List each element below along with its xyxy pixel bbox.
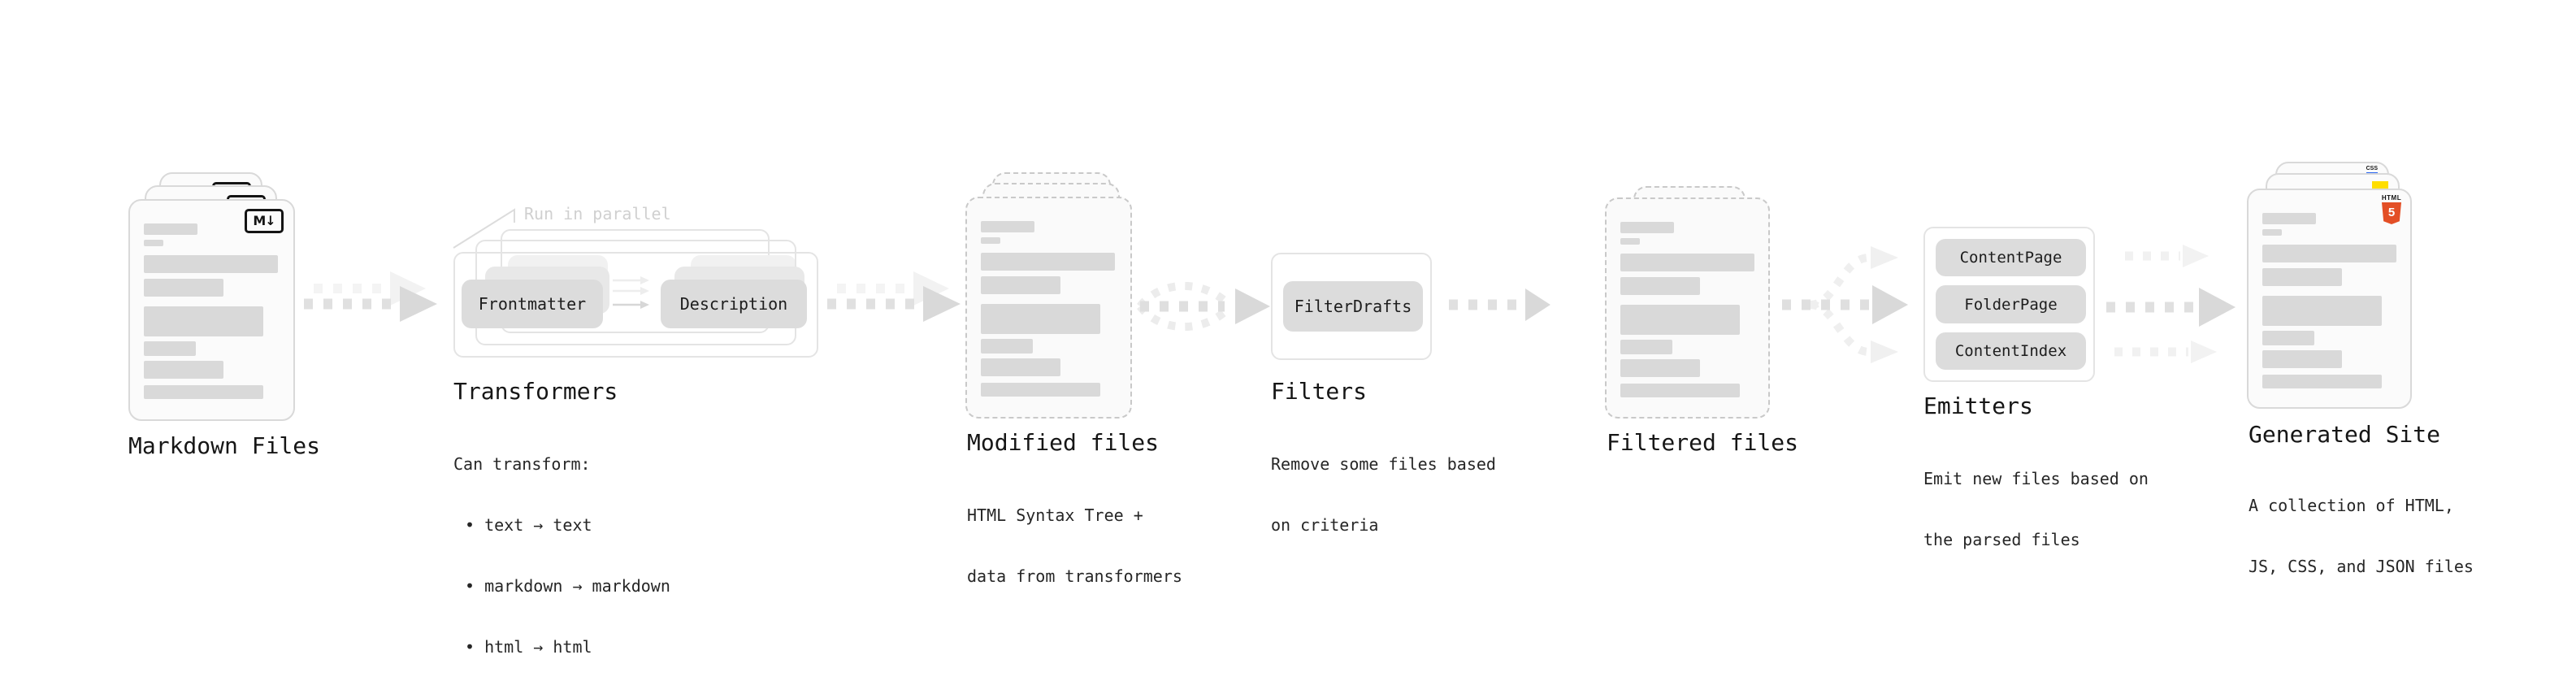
flow-arrow-icon bbox=[1449, 288, 1550, 321]
skeleton-bar bbox=[981, 253, 1115, 271]
transformers-description: Can transform: • text → text • markdown … bbox=[453, 414, 670, 681]
node-filtered-files bbox=[1605, 186, 1792, 422]
node-label-filters: Filters bbox=[1271, 378, 1368, 405]
html5-shield: 5 bbox=[2382, 202, 2401, 224]
leader-line-icon bbox=[453, 208, 515, 249]
skeleton-bar bbox=[144, 306, 263, 336]
skeleton-bar bbox=[2262, 229, 2282, 236]
skeleton-bar bbox=[1620, 305, 1740, 335]
skeleton-bar bbox=[144, 279, 223, 297]
css-badge-label: CSS bbox=[2366, 166, 2378, 171]
document-card-front bbox=[1605, 197, 1770, 419]
markdown-icon: M↓ bbox=[245, 209, 284, 233]
emitter-box-contentindex: ContentIndex bbox=[1936, 332, 2086, 370]
skeleton-bar bbox=[2262, 245, 2396, 262]
description-line: • text → text bbox=[465, 515, 592, 535]
generated-site-description: A collection of HTML, JS, CSS, and JSON … bbox=[2249, 455, 2474, 618]
emitter-box-folderpage: FolderPage bbox=[1936, 285, 2086, 323]
description-line: the parsed files bbox=[1923, 530, 2080, 549]
filters-description: Remove some files based on criteria bbox=[1271, 414, 1496, 576]
skeleton-bar bbox=[2262, 268, 2342, 286]
description-line: • markdown → markdown bbox=[465, 576, 670, 596]
skeleton-bar bbox=[981, 304, 1100, 334]
skeleton-bar bbox=[1620, 384, 1740, 397]
node-markdown-files: M↓ M↓ M↓ bbox=[128, 172, 315, 424]
skeleton-bar bbox=[1620, 254, 1754, 271]
skeleton-bar bbox=[2262, 331, 2314, 345]
skeleton-bar bbox=[1620, 359, 1700, 377]
skeleton-bar bbox=[2262, 213, 2316, 224]
skeleton-bar bbox=[144, 240, 163, 246]
node-emitters: ContentPage FolderPage ContentIndex bbox=[1923, 227, 2095, 382]
node-label-modified-files: Modified files bbox=[967, 429, 1160, 456]
javascript-icon bbox=[2372, 181, 2388, 190]
node-label-transformers: Transformers bbox=[453, 378, 618, 405]
skeleton-bar bbox=[2262, 296, 2382, 326]
filter-box-filterdrafts: FilterDrafts bbox=[1283, 281, 1423, 332]
run-in-parallel-annotation: Run in parallel bbox=[524, 204, 671, 223]
skeleton-bar bbox=[144, 341, 196, 356]
emitters-description: Emit new files based on the parsed files bbox=[1923, 428, 2149, 591]
skeleton-bar bbox=[2262, 350, 2342, 368]
node-transformers: Frontmatter Description bbox=[453, 229, 827, 367]
modified-files-description: HTML Syntax Tree + data from transformer… bbox=[967, 465, 1182, 627]
document-skeleton bbox=[130, 201, 293, 399]
node-filters: FilterDrafts bbox=[1271, 253, 1432, 360]
emitter-box-contentpage: ContentPage bbox=[1936, 239, 2086, 276]
skeleton-bar bbox=[981, 339, 1033, 354]
merge-arrow-icon bbox=[1137, 281, 1270, 332]
skeleton-bar bbox=[981, 358, 1060, 376]
flow-arrow-icon bbox=[827, 271, 961, 322]
description-line: Emit new files based on bbox=[1923, 469, 2149, 488]
node-label-generated-site: Generated Site bbox=[2249, 421, 2441, 448]
node-label-filtered-files: Filtered files bbox=[1607, 429, 1799, 456]
skeleton-bar bbox=[1620, 222, 1674, 233]
skeleton-bar bbox=[2262, 375, 2382, 388]
description-line: • html → html bbox=[465, 637, 592, 657]
skeleton-bar bbox=[1620, 238, 1640, 245]
skeleton-bar bbox=[144, 255, 278, 273]
parallel-arrows-icon bbox=[613, 276, 649, 309]
description-line: JS, CSS, and JSON files bbox=[2249, 557, 2474, 576]
skeleton-bar bbox=[981, 221, 1034, 232]
description-line: A collection of HTML, bbox=[2249, 496, 2454, 515]
skeleton-bar bbox=[1620, 277, 1700, 295]
document-card-front: M↓ bbox=[128, 199, 295, 421]
node-label-markdown-files: Markdown Files bbox=[128, 432, 321, 459]
node-modified-files bbox=[965, 172, 1152, 424]
description-line: on criteria bbox=[1271, 515, 1379, 535]
skeleton-bar bbox=[981, 276, 1060, 294]
skeleton-bar bbox=[144, 385, 263, 399]
document-card-front: HTML 5 bbox=[2247, 189, 2412, 409]
fanout-arrow-icon bbox=[1782, 246, 1908, 363]
flow-arrow-icon bbox=[304, 271, 437, 322]
node-generated-site: CSS HTML 5 bbox=[2247, 162, 2434, 414]
skeleton-bar bbox=[144, 223, 197, 235]
transformer-layer-front bbox=[453, 252, 818, 358]
transformer-box-description: Description bbox=[661, 280, 807, 328]
html5-icon: HTML 5 bbox=[2381, 195, 2402, 224]
skeleton-bar bbox=[1620, 340, 1672, 354]
document-skeleton bbox=[2249, 190, 2410, 388]
document-skeleton bbox=[967, 198, 1130, 397]
emitter-arrows-icon bbox=[2106, 245, 2236, 363]
html5-word: HTML bbox=[2381, 194, 2402, 202]
description-line: HTML Syntax Tree + bbox=[967, 505, 1143, 525]
description-line: data from transformers bbox=[967, 566, 1182, 586]
skeleton-bar bbox=[981, 237, 1000, 244]
description-line: Can transform: bbox=[453, 454, 591, 474]
document-card-front bbox=[965, 197, 1132, 419]
node-label-emitters: Emitters bbox=[1923, 393, 2033, 419]
transformer-box-frontmatter: Frontmatter bbox=[462, 280, 603, 328]
document-skeleton bbox=[1607, 199, 1768, 397]
skeleton-bar bbox=[981, 383, 1100, 397]
description-line: Remove some files based bbox=[1271, 454, 1496, 474]
skeleton-bar bbox=[144, 361, 223, 379]
